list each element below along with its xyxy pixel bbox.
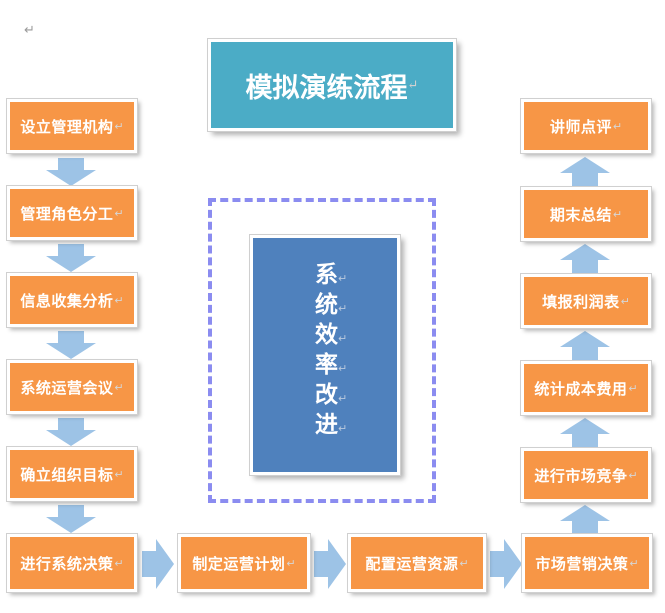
arrow-down-icon	[46, 418, 96, 446]
center-char: 效↵	[315, 322, 348, 348]
step-box: 管理角色分工↵	[7, 186, 137, 240]
step-box: 进行系统决策↵	[7, 534, 137, 592]
dashed-frame	[208, 198, 436, 503]
arrow-right-icon	[490, 539, 522, 589]
arrow-up-icon	[560, 331, 610, 361]
diagram-title: 模拟演练流程↵	[208, 39, 456, 131]
step-box: 市场营销决策↵	[522, 534, 652, 592]
center-char: 率↵	[315, 352, 348, 378]
arrow-down-icon	[46, 158, 96, 186]
arrow-right-icon	[314, 539, 346, 589]
arrow-up-icon	[560, 505, 610, 535]
step-box: 设立管理机构↵	[7, 99, 137, 153]
step-box: 确立组织目标↵	[7, 447, 137, 501]
paragraph-mark: ↵	[407, 77, 419, 93]
center-char: 系↵	[315, 262, 348, 288]
title-text: 模拟演练流程	[245, 72, 408, 104]
step-box: 制定运营计划↵	[178, 534, 310, 592]
arrow-up-icon	[560, 157, 610, 187]
step-box: 系统运营会议↵	[7, 360, 137, 414]
step-box: 讲师点评↵	[521, 99, 651, 153]
step-box: 进行市场竞争↵	[521, 448, 651, 502]
arrow-down-icon	[46, 244, 96, 272]
center-box: 系↵ 统↵ 效↵ 率↵ 改↵ 进↵	[250, 235, 400, 475]
center-char: 统↵	[315, 292, 348, 318]
arrow-right-icon	[142, 539, 174, 589]
step-box: 信息收集分析↵	[7, 273, 137, 327]
step-box: 期末总结↵	[521, 187, 651, 241]
arrow-up-icon	[560, 418, 610, 448]
arrow-down-icon	[46, 331, 96, 359]
center-char: 改↵	[315, 382, 348, 408]
paragraph-mark: ↵	[24, 23, 35, 38]
step-box: 配置运营资源↵	[348, 534, 486, 592]
step-box: 填报利润表↵	[521, 274, 651, 328]
center-char: 进↵	[315, 412, 348, 438]
arrow-up-icon	[560, 244, 610, 274]
step-box: 统计成本费用↵	[521, 361, 651, 415]
arrow-down-icon	[46, 505, 96, 533]
